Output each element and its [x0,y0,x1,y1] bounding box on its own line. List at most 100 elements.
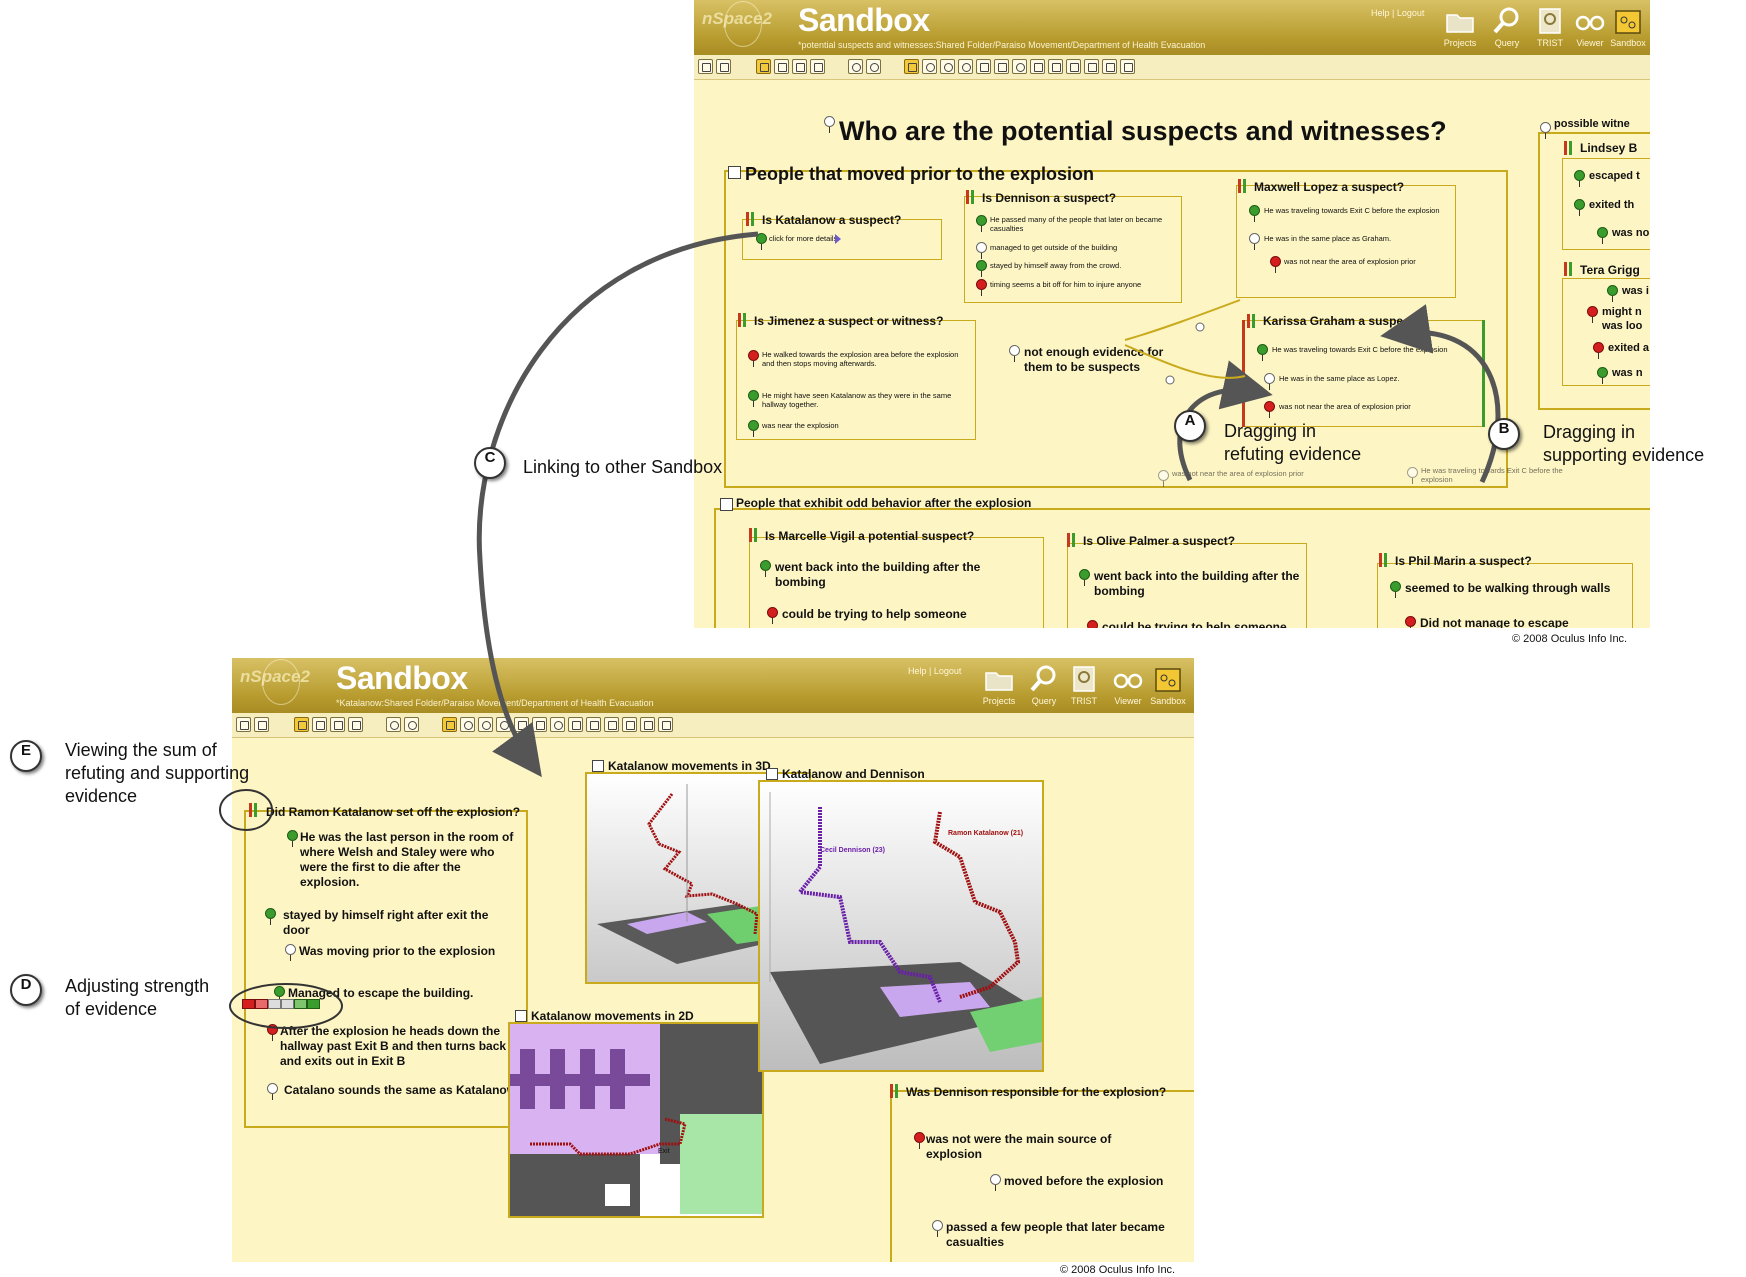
evidence-item[interactable]: He might have seen Katalanow as they wer… [762,391,952,409]
evidence-item[interactable]: Catalano sounds the same as Katalanow [284,1083,517,1097]
undo-icon[interactable] [848,59,863,74]
evidence-item[interactable]: Managed to escape the building. [288,986,474,1000]
support-pin-icon[interactable] [1574,199,1585,216]
support-pin-icon[interactable] [287,830,298,847]
main-question[interactable]: Who are the potential suspects and witne… [839,116,1447,146]
nav-sandbox-button[interactable]: Sandbox [1608,6,1648,52]
dragged-evidence-a[interactable]: was not near the area of explosion prior [1172,469,1304,478]
evidence-item[interactable]: exited a [1608,342,1649,354]
hand-icon[interactable] [774,59,789,74]
group-moved-prior[interactable] [724,170,1508,488]
evidence-item[interactable]: was i [1622,285,1649,297]
evidence-item[interactable]: was n [1612,367,1643,379]
marcelle-hypothesis[interactable] [749,537,1044,628]
dragged-evidence-b[interactable]: He was traveling towards Exit C before t… [1421,466,1563,484]
sparkle-icon[interactable] [622,717,637,732]
cube-icon[interactable] [994,59,1009,74]
refute-pin-icon[interactable] [1405,616,1416,628]
pin-tool-icon[interactable] [442,717,457,732]
select-arrow-icon[interactable] [294,717,309,732]
save-icon[interactable] [236,717,251,732]
refute-pin-icon[interactable] [1270,256,1281,273]
nav-projects-button[interactable]: Projects [1440,6,1480,52]
people-icon[interactable] [940,59,955,74]
katalanow-2d-image[interactable]: Exit [508,1022,764,1218]
nav-projects-button[interactable]: Projects [979,664,1019,710]
refute-pin-icon[interactable] [914,1132,925,1149]
evidence-item[interactable]: stayed by himself right after exit the d… [283,908,489,937]
lindsey-hypothesis[interactable] [1562,158,1650,250]
evidence-item[interactable]: passed a few people that later became ca… [946,1220,1165,1249]
evidence-item[interactable]: seemed to be walking through walls [1405,581,1611,595]
support-pin-icon[interactable] [1597,367,1608,384]
neutral-pin-icon[interactable] [976,242,987,259]
redo-icon[interactable] [404,717,419,732]
evidence-sum-icon[interactable] [249,803,259,819]
calendar-icon[interactable] [976,59,991,74]
exclamation-icon[interactable] [640,717,655,732]
open-icon[interactable] [254,717,269,732]
person-icon[interactable] [922,59,937,74]
floating-evidence[interactable]: not enough evidence for them to be suspe… [1024,345,1164,374]
evidence-item[interactable]: timing seems a bit off for him to injure… [990,280,1142,289]
speech-icon[interactable] [1012,59,1027,74]
evidence-item[interactable]: went back into the building after the bo… [775,560,981,589]
evidence-item[interactable]: He walked towards the explosion area bef… [762,350,959,368]
maxwell-hypothesis[interactable] [1236,185,1456,298]
evidence-item[interactable]: He was the last person in the room of wh… [300,830,514,889]
dragged-pin-icon[interactable] [1158,470,1169,487]
page-icon[interactable] [348,717,363,732]
save-icon[interactable] [698,59,713,74]
possible-witnesses-group[interactable] [1538,132,1650,410]
evidence-item[interactable]: escaped t [1589,170,1640,182]
globe-icon[interactable] [958,59,973,74]
list-icon[interactable] [1066,59,1081,74]
strength-slider[interactable] [242,999,320,1009]
evidence-item[interactable]: He was traveling towards Exit C before t… [1264,206,1440,215]
evidence-item[interactable]: Was moving prior to the explosion [299,944,496,958]
refute-pin-icon[interactable] [1087,620,1098,628]
evidence-item[interactable]: He was in the same place as Graham. [1264,234,1392,243]
image-icon[interactable] [586,717,601,732]
neutral-pin-icon[interactable] [285,944,296,961]
evidence-item[interactable]: exited th [1589,199,1635,211]
dennison-hypothesis[interactable] [964,196,1182,303]
support-pin-icon[interactable] [1607,285,1618,302]
evidence-item[interactable]: After the explosion he heads down the ha… [280,1024,507,1068]
page-icon[interactable] [810,59,825,74]
nav-viewer-button[interactable]: Viewer [1108,664,1148,710]
help-logout-links[interactable]: Help | Logout [908,666,962,676]
support-pin-icon[interactable] [976,215,987,232]
pin-tool-icon[interactable] [904,59,919,74]
select-arrow-icon[interactable] [756,59,771,74]
refute-pin-icon[interactable] [748,350,759,367]
support-pin-icon[interactable] [760,560,771,577]
breadcrumb[interactable]: *potential suspects and witnesses:Shared… [798,40,1206,50]
evidence-item[interactable]: could be trying to help someone [782,607,967,621]
frame-icon[interactable] [1030,59,1045,74]
katalanow-dennison-image[interactable]: Cecil Dennison (23) Ramon Katalanow (21) [758,780,1044,1072]
link-tool-icon[interactable] [330,717,345,732]
open-icon[interactable] [716,59,731,74]
evidence-item[interactable]: was not near the area of explosion prior [1284,257,1416,266]
undo-icon[interactable] [386,717,401,732]
neutral-pin-icon[interactable] [990,1174,1001,1191]
evidence-item[interactable]: moved before the explosion [1004,1174,1164,1188]
list-icon[interactable] [604,717,619,732]
neutral-pin-icon[interactable] [932,1220,943,1237]
neutral-pin-icon[interactable] [267,1083,278,1100]
support-pin-icon[interactable] [1257,344,1268,361]
nav-query-button[interactable]: Query [1487,6,1527,52]
refute-pin-icon[interactable] [767,607,778,624]
people-icon[interactable] [478,717,493,732]
nav-query-button[interactable]: Query [1024,664,1064,710]
nav-trist-button[interactable]: TRIST [1064,664,1104,710]
olive-hypothesis[interactable] [1067,543,1307,628]
sparkle-icon[interactable] [1084,59,1099,74]
link-arrow-icon[interactable] [835,234,841,244]
support-pin-icon[interactable] [748,420,759,437]
group-checkbox-icon[interactable] [728,166,741,179]
support-pin-icon[interactable] [748,390,759,407]
evidence-item[interactable]: stayed by himself away from the crowd. [990,261,1122,270]
evidence-item[interactable]: He passed many of the people that later … [990,215,1163,233]
